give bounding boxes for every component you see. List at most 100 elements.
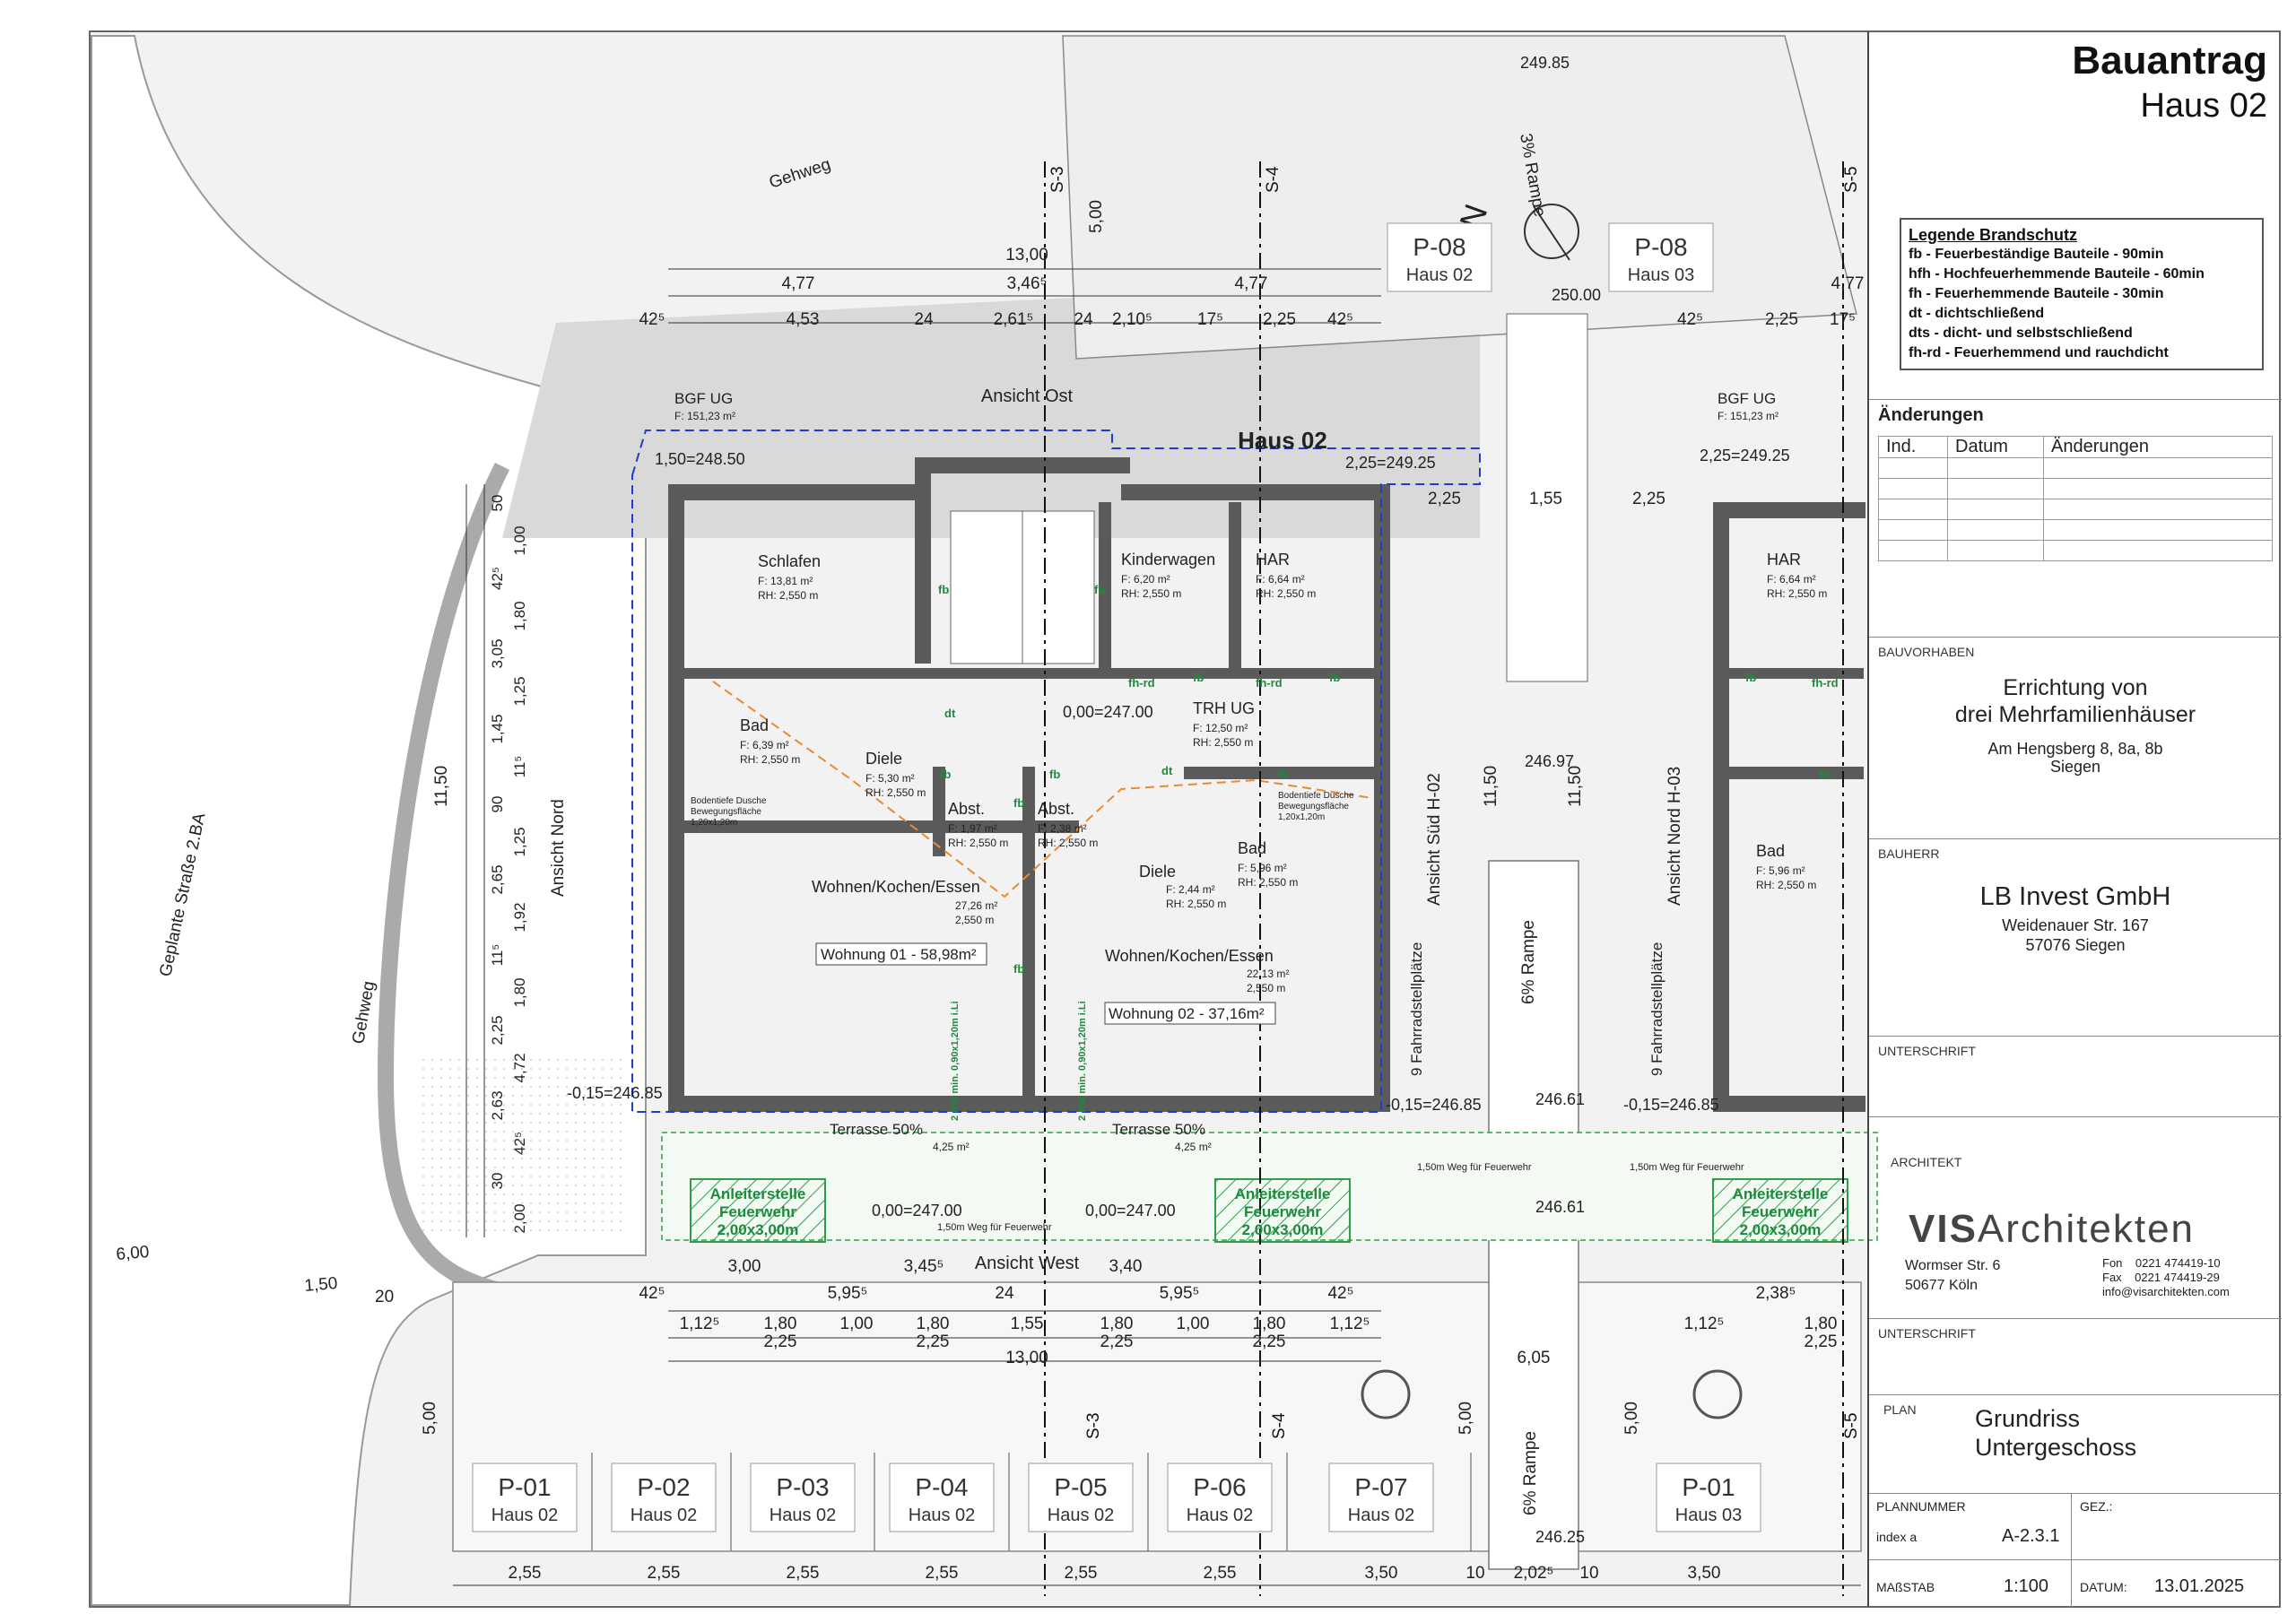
left-dim-label: 1,80 bbox=[511, 977, 528, 1007]
changes-heading: Änderungen bbox=[1878, 405, 1984, 425]
room-wohnen-2: Wohnen/Kochen/Essen bbox=[1105, 947, 1274, 965]
changes-section: Änderungen Ind. Datum Änderungen bbox=[1869, 399, 2282, 669]
fhrd-tag-3: fh-rd bbox=[1812, 676, 1839, 690]
dusche-2: Bodentiefe Dusche bbox=[1278, 791, 1354, 801]
dt-tag-1: dt bbox=[944, 707, 956, 720]
dim-2615: 2,61⁵ bbox=[994, 310, 1034, 329]
rw-label-1: 2 RW min. 0,90x1,20m i.Li bbox=[950, 1001, 961, 1121]
sheet-border bbox=[89, 30, 2281, 1608]
dim-425-d: 42⁵ bbox=[639, 1284, 665, 1303]
room-har-2: HAR bbox=[1767, 551, 1801, 568]
room-bad-2-rh: RH: 2,550 m bbox=[1238, 876, 1298, 889]
room-bad-1-rh: RH: 2,550 m bbox=[740, 753, 800, 766]
level-5: 250.00 bbox=[1552, 286, 1601, 304]
bgf-label-2: BGF UG bbox=[1718, 390, 1776, 407]
dim-180-d: 1,80 bbox=[1253, 1315, 1286, 1333]
bauherr-label: BAUHERR bbox=[1878, 846, 1940, 861]
parking-spot-box bbox=[1167, 1462, 1273, 1532]
dim-255-a: 2,55 bbox=[509, 1564, 542, 1583]
room-kinderwagen-f: F: 6,20 m² bbox=[1121, 573, 1170, 586]
room-abst-1-f: F: 1,97 m² bbox=[948, 822, 997, 835]
fax-number: 0221 474419-29 bbox=[2135, 1271, 2220, 1284]
fon-label: Fon bbox=[2102, 1256, 2123, 1270]
room-bad-1: Bad bbox=[740, 716, 769, 734]
dim-453: 4,53 bbox=[787, 310, 820, 329]
room-abst-2: Abst. bbox=[1038, 800, 1074, 818]
left-dim-label: 1,25 bbox=[511, 676, 528, 706]
dim-5955-b: 5,95⁵ bbox=[1160, 1284, 1200, 1303]
dim-150-left: 1,50 bbox=[304, 1274, 339, 1296]
room-trh-rh: RH: 2,550 m bbox=[1193, 736, 1253, 749]
wheelchair-icons bbox=[1361, 1369, 1743, 1419]
left-dim-label: 1,45 bbox=[489, 714, 506, 743]
left-dim-label: 50 bbox=[489, 495, 506, 512]
vegetation bbox=[422, 1058, 628, 1237]
parking-code: P-02 bbox=[637, 1473, 690, 1501]
parking-spot-box bbox=[1656, 1462, 1761, 1532]
parking-dividers bbox=[591, 1453, 1472, 1551]
architect-city: 50677 Köln bbox=[1905, 1278, 1978, 1293]
fahrrad-label-1: 9 Fahrradstellplätze bbox=[1408, 942, 1425, 1076]
legend-item: fh - Feuerhemmende Bauteile - 30min bbox=[1909, 286, 2164, 301]
dim-225-g: 2,25 bbox=[1100, 1332, 1134, 1351]
bauvorhaben-section: BAUVORHABEN Errichtung von drei Mehrfami… bbox=[1869, 637, 2282, 835]
level-8a: 246.61 bbox=[1535, 1090, 1585, 1108]
room-wohnen-1: Wohnen/Kochen/Essen bbox=[812, 878, 980, 896]
dim-1150-c: 11,50 bbox=[1566, 766, 1585, 807]
top-dimension-lines bbox=[453, 268, 1861, 1586]
dim-340: 3,40 bbox=[1109, 1257, 1143, 1276]
escape-route-line bbox=[712, 681, 1373, 898]
outdoor-stairs bbox=[1506, 313, 1588, 682]
dusche-1c: 1,20x1,20m bbox=[691, 818, 737, 828]
room-schlafen-rh: RH: 2,550 m bbox=[758, 589, 818, 602]
dim-1150-a: 11,50 bbox=[432, 766, 451, 807]
room-diele-2-rh: RH: 2,550 m bbox=[1166, 898, 1226, 910]
parking-house: Haus 02 bbox=[1348, 1506, 1415, 1525]
dim-155: 1,55 bbox=[1529, 490, 1562, 508]
dim-605: 6,05 bbox=[1518, 1349, 1551, 1367]
bgf-label-1: BGF UG bbox=[674, 390, 733, 407]
section-s3-top: S-3 bbox=[1048, 166, 1067, 193]
changes-table: Ind. Datum Änderungen bbox=[1878, 436, 2273, 561]
terrasse-2-f: 4,25 m² bbox=[1175, 1141, 1212, 1153]
fax-label: Fax bbox=[2102, 1271, 2122, 1284]
dim-225-d: 2,25 bbox=[1632, 490, 1665, 508]
dim-3465: 3,46⁵ bbox=[1007, 274, 1048, 293]
parking-house: Haus 03 bbox=[1675, 1506, 1743, 1525]
parking-house: Haus 02 bbox=[1406, 265, 1474, 285]
signature-section-2: UNTERSCHRIFT bbox=[1869, 1318, 2282, 1418]
bauherr-name: LB Invest GmbH bbox=[1979, 882, 2171, 911]
dim-2105: 2,10⁵ bbox=[1112, 310, 1152, 329]
title-main: Bauantrag bbox=[2072, 39, 2267, 82]
ansicht-west: Ansicht West bbox=[975, 1254, 1080, 1273]
room-diele-1-rh: RH: 2,550 m bbox=[865, 786, 926, 799]
parking-code: P-06 bbox=[1193, 1473, 1246, 1501]
left-dim-label: 1,25 bbox=[511, 827, 528, 856]
room-bad-3-f: F: 5,96 m² bbox=[1756, 864, 1805, 877]
sidewalk-curve bbox=[377, 462, 510, 1299]
room-schlafen: Schlafen bbox=[758, 552, 821, 570]
room-har-2-f: F: 6,64 m² bbox=[1767, 573, 1816, 586]
dim-1125-b: 1,12⁵ bbox=[1330, 1315, 1370, 1333]
left-dim-label: 30 bbox=[489, 1173, 506, 1190]
plannummer-label: PLANNUMMER bbox=[1876, 1499, 1966, 1514]
left-dimension-column: 501,0042⁵1,803,051,251,4511⁵901,252,651,… bbox=[489, 495, 528, 1234]
fb-tag-7: fb bbox=[1049, 768, 1060, 781]
dim-1150-b: 11,50 bbox=[1482, 766, 1500, 807]
parking-code: P-07 bbox=[1354, 1473, 1407, 1501]
left-dim-label: 11⁵ bbox=[511, 756, 528, 778]
title-block: Bauantrag Haus 02 Legende Brandschutz fb… bbox=[1867, 31, 2282, 1608]
fhrd-tag-2: fh-rd bbox=[1256, 676, 1283, 690]
dim-500-top: 5,00 bbox=[1087, 200, 1106, 233]
section-s3-bottom: S-3 bbox=[1084, 1412, 1103, 1439]
bgf-dashed-outline bbox=[631, 430, 1481, 1113]
room-kinderwagen-rh: RH: 2,550 m bbox=[1121, 587, 1181, 600]
level-6: 249.85 bbox=[1520, 54, 1570, 72]
weg-label-2: 1,50m Weg für Feuerwehr bbox=[1417, 1162, 1532, 1173]
section-s4-top: S-4 bbox=[1264, 166, 1283, 193]
col-ind: Ind. bbox=[1878, 436, 1948, 458]
rw-label-2: 2 RW min. 0,90x1,20m i.Li bbox=[1077, 1001, 1088, 1121]
level-4b: -0,15=246.85 bbox=[1386, 1096, 1482, 1114]
left-dim-label: 1,92 bbox=[511, 902, 528, 932]
